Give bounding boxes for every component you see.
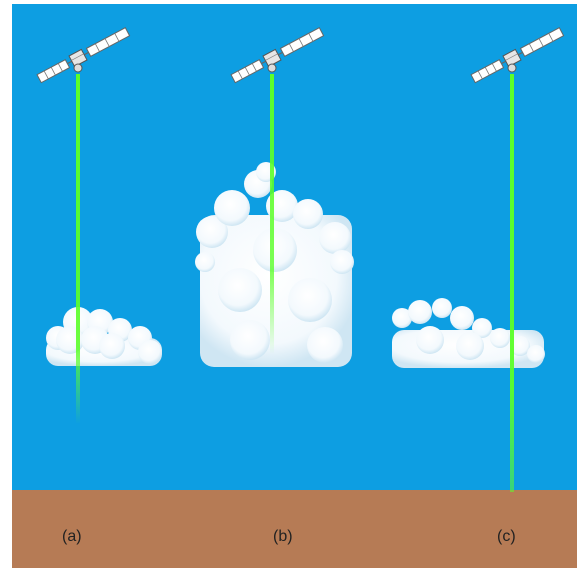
panel-label: (a) bbox=[62, 528, 82, 545]
cumulus-cloud-icon bbox=[46, 307, 162, 366]
lidar-beam bbox=[76, 74, 80, 424]
panel-a: (a) bbox=[35, 25, 162, 545]
panel-b: (b) bbox=[195, 25, 354, 545]
panel-label: (c) bbox=[497, 528, 516, 545]
lidar-beam bbox=[510, 74, 514, 492]
panel-label: (b) bbox=[273, 528, 293, 545]
ground bbox=[12, 490, 577, 568]
panel-c: (c) bbox=[392, 25, 565, 545]
cumulus-cloud-icon bbox=[392, 298, 545, 368]
lidar-beam bbox=[270, 74, 274, 354]
